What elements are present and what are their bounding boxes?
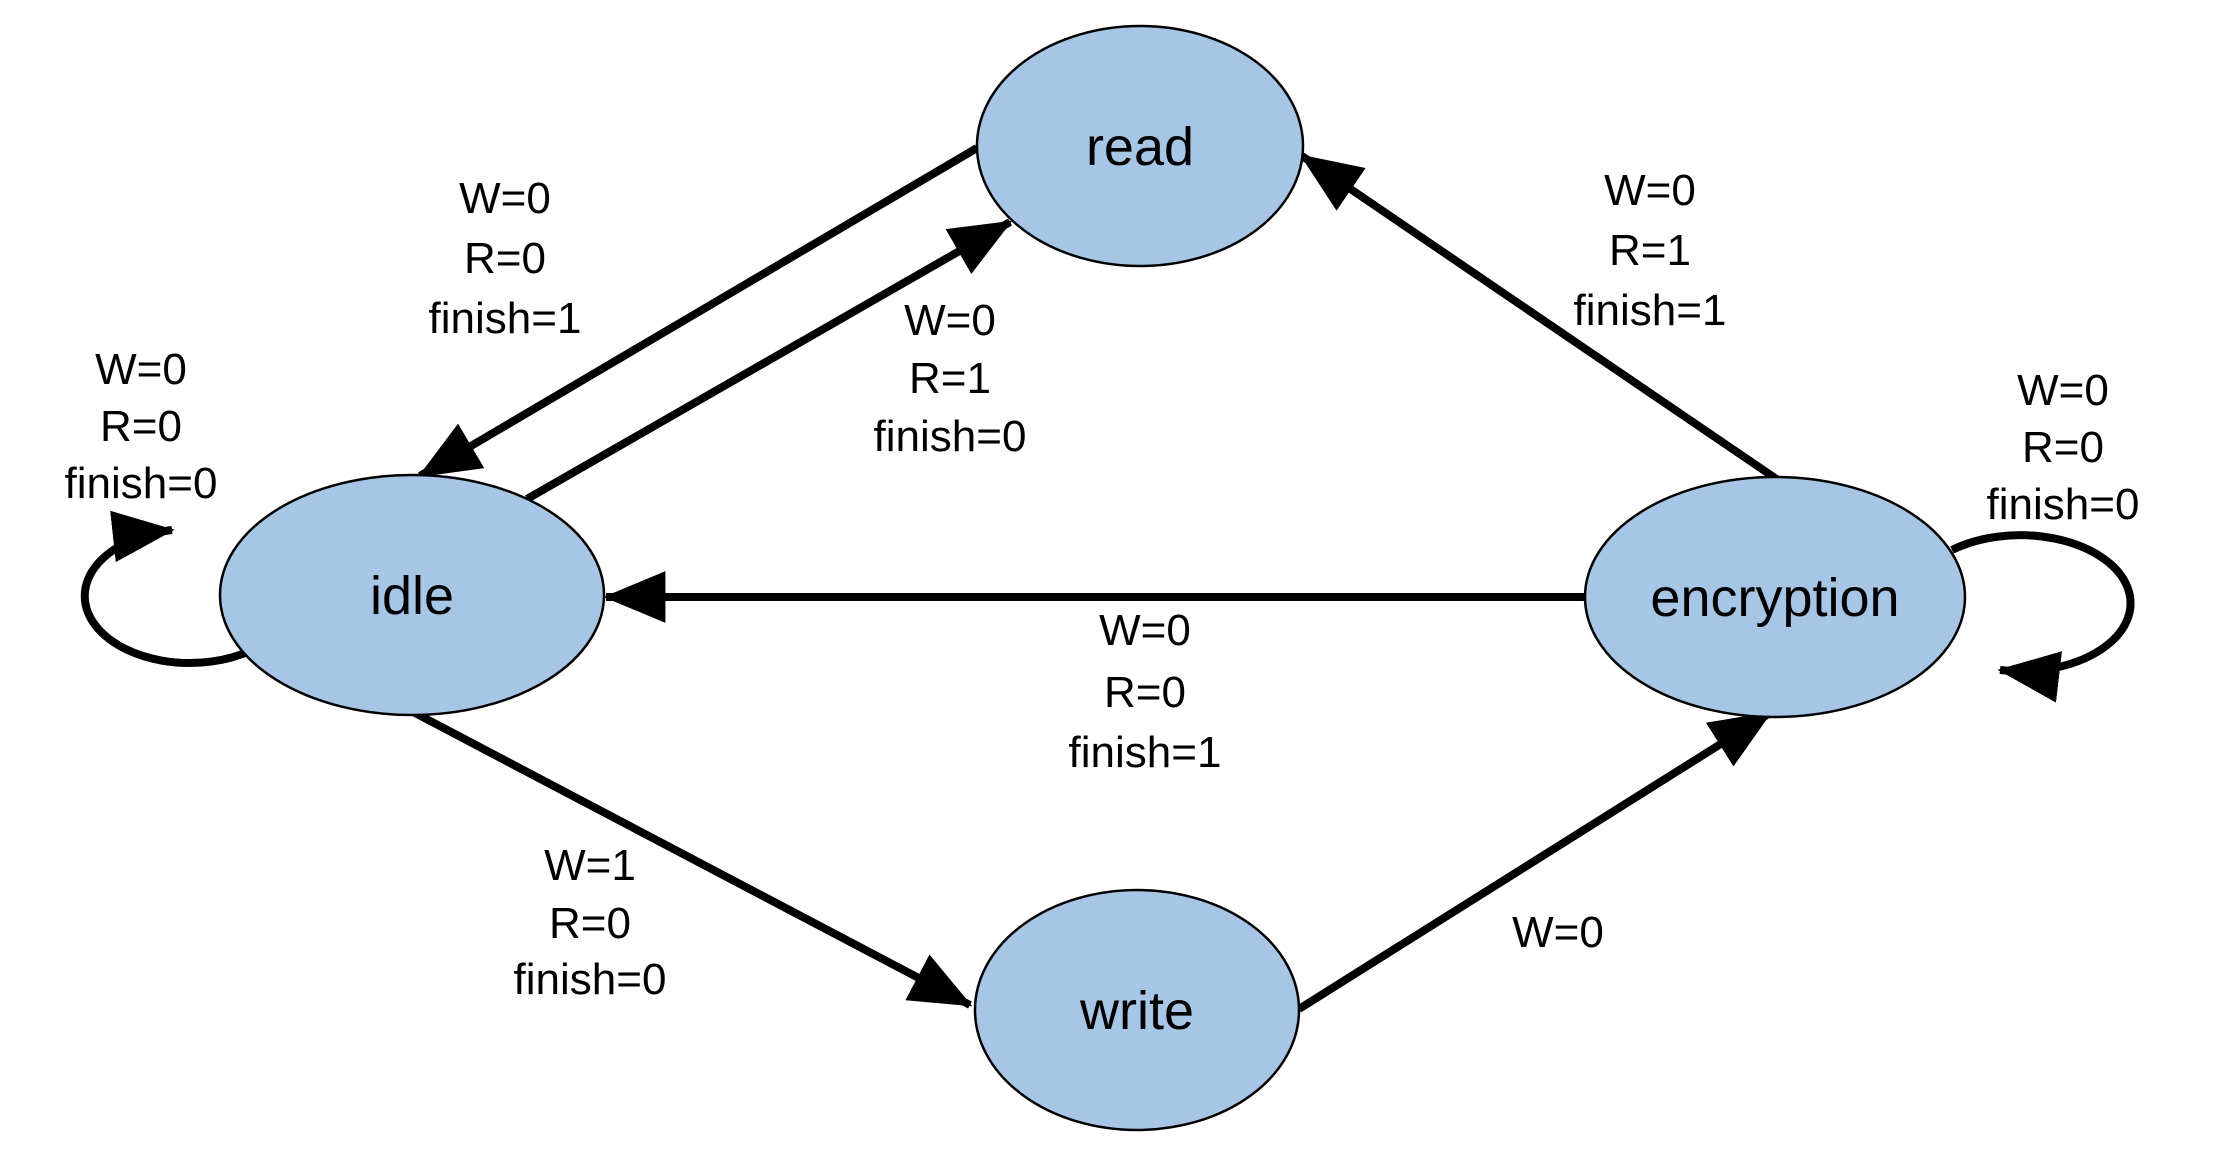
transition-label-idle-to-read: W=0 R=1 finish=0	[874, 296, 1027, 461]
state-label-encryption: encryption	[1650, 568, 1899, 628]
state-label-write: write	[1079, 981, 1194, 1041]
transition-arrow-encryption-to-read	[1299, 152, 1781, 484]
transition-arrow-read-to-idle	[417, 144, 980, 480]
self-loop-arrow-idle	[80, 510, 254, 668]
condition-line: W=0	[904, 296, 996, 345]
condition-line: W=0	[1099, 606, 1191, 655]
self-loop-label-idle: W=0 R=0 finish=0	[65, 345, 218, 508]
condition-line: W=0	[1604, 166, 1696, 215]
condition-line: R=0	[1104, 668, 1186, 717]
condition-line: finish=0	[1987, 480, 2140, 529]
self-loop-label-encryption: W=0 R=0 finish=0	[1987, 366, 2140, 529]
self-loop-arrow-encryption	[1950, 531, 2135, 703]
condition-line: R=1	[1609, 226, 1691, 275]
state-node-read: read	[975, 24, 1305, 268]
condition-line: R=0	[549, 899, 631, 948]
condition-line: R=0	[100, 402, 182, 451]
transition-label-encryption-to-idle: W=0 R=0 finish=1	[1069, 606, 1222, 777]
condition-line: W=1	[544, 841, 636, 890]
state-node-write: write	[973, 888, 1301, 1132]
condition-line: R=0	[2022, 423, 2104, 472]
condition-line: finish=0	[874, 412, 1027, 461]
state-ellipse-encryption	[1583, 475, 1967, 719]
condition-line: finish=1	[1574, 286, 1727, 335]
transition-arrow-write-to-encryption	[1296, 709, 1773, 1013]
state-label-read: read	[1086, 117, 1194, 177]
condition-line: W=0	[95, 345, 187, 394]
condition-line: R=1	[909, 354, 991, 403]
transition-arrow-idle-to-read	[525, 218, 1013, 503]
transition-label-write-to-encryption: W=0	[1512, 908, 1604, 957]
transition-label-idle-to-write: W=1 R=0 finish=0	[514, 841, 667, 1004]
state-node-idle: idle	[218, 473, 606, 717]
condition-line: finish=1	[429, 294, 582, 343]
condition-line: W=0	[2017, 366, 2109, 415]
condition-line: W=0	[1512, 908, 1604, 957]
state-node-encryption: encryption	[1583, 475, 1967, 719]
condition-line: finish=1	[1069, 728, 1222, 777]
transition-label-read-to-idle: W=0 R=0 finish=1	[429, 174, 582, 343]
condition-line: R=0	[464, 234, 546, 283]
transition-arrow-idle-to-write	[413, 709, 973, 1009]
state-ellipse-idle	[218, 473, 606, 717]
state-label-idle: idle	[370, 566, 454, 626]
transition-label-encryption-to-read: W=0 R=1 finish=1	[1574, 166, 1727, 335]
state-ellipse-read	[975, 24, 1305, 268]
condition-line: finish=0	[65, 459, 218, 508]
state-ellipse-write	[973, 888, 1301, 1132]
condition-line: finish=0	[514, 955, 667, 1004]
condition-line: W=0	[459, 174, 551, 223]
